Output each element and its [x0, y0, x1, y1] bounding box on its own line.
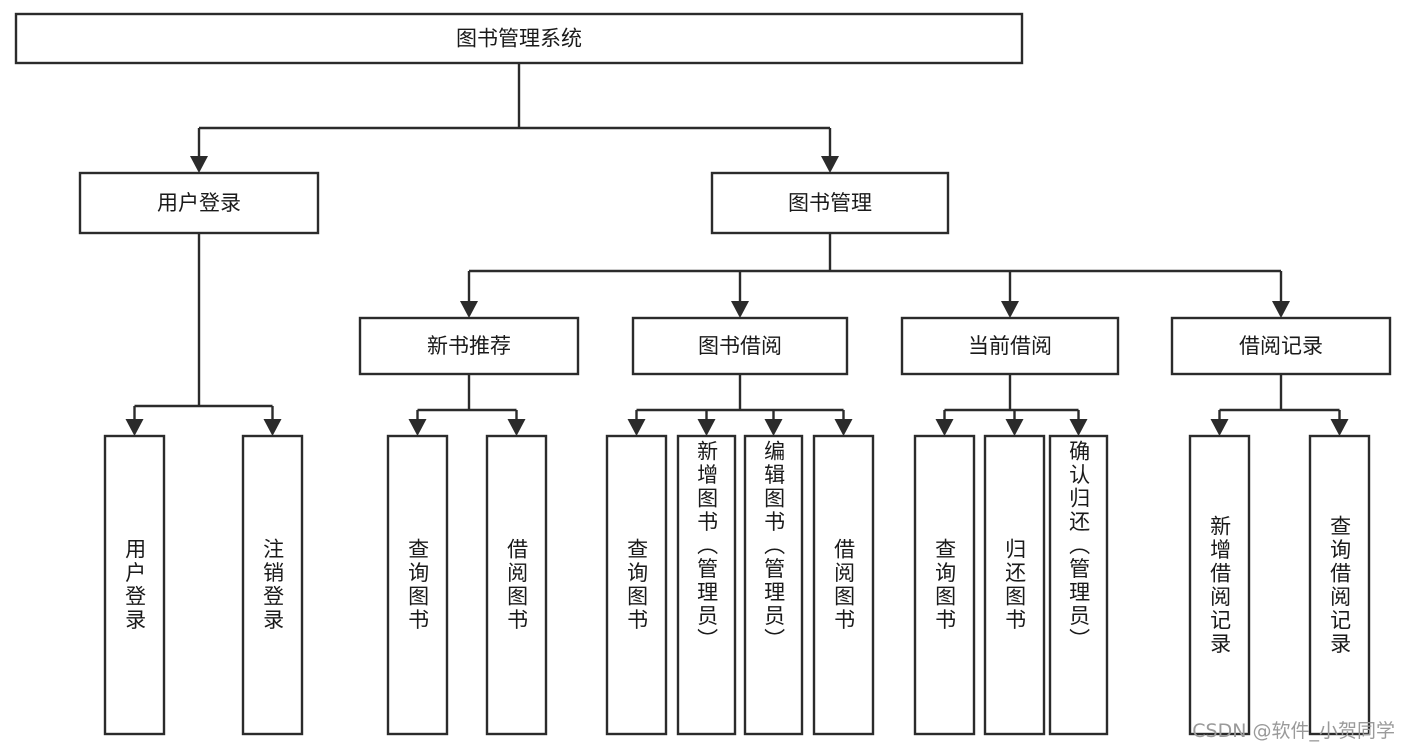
level2-node-label: 新书推荐: [427, 334, 511, 358]
leaf-node-box[interactable]: [1308, 434, 1371, 736]
level2-node-box[interactable]: [631, 316, 849, 376]
leaf-node-box[interactable]: [1048, 434, 1109, 736]
borrow-record-to-leaves-arrow-1: [1330, 419, 1349, 436]
user-login-to-leaves-arrow-1: [263, 419, 282, 436]
root-to-level1-arrow-1: [821, 156, 839, 173]
root-node-box[interactable]: [14, 12, 1024, 65]
level2-node-box[interactable]: [900, 316, 1120, 376]
level2-node-label: 图书借阅: [698, 334, 782, 358]
level2-node-label: 借阅记录: [1239, 334, 1323, 358]
book-manage-to-level2-arrow-3: [1272, 301, 1290, 318]
leaf-node-box[interactable]: [983, 434, 1046, 736]
connector-layer: [125, 63, 1349, 436]
leaf-node-box[interactable]: [676, 434, 737, 736]
book-borrow-to-leaves-arrow-2: [764, 419, 783, 436]
leaf-node-box[interactable]: [743, 434, 804, 736]
level2-node-box[interactable]: [358, 316, 580, 376]
book-manage-to-level2-arrow-0: [460, 301, 478, 318]
leaf-node-box[interactable]: [812, 434, 875, 736]
book-manage-to-level2-arrow-2: [1001, 301, 1019, 318]
box-layer: [14, 12, 1392, 736]
leaf-node-box[interactable]: [241, 434, 304, 736]
new-book-recommend-to-leaves-arrow-1: [507, 419, 526, 436]
current-borrow-to-leaves-arrow-2: [1069, 419, 1088, 436]
book-borrow-to-leaves-arrow-1: [697, 419, 716, 436]
book-manage-to-level2-arrow-1: [731, 301, 749, 318]
current-borrow-to-leaves-arrow-1: [1005, 419, 1024, 436]
book-borrow-to-leaves-arrow-3: [834, 419, 853, 436]
level1-node-label: 用户登录: [157, 191, 241, 215]
level2-node-box[interactable]: [1170, 316, 1392, 376]
level1-node-box[interactable]: [78, 171, 320, 235]
root-node-label: 图书管理系统: [456, 27, 582, 51]
leaf-node-box[interactable]: [386, 434, 449, 736]
level2-node-label: 当前借阅: [968, 334, 1052, 358]
current-borrow-to-leaves-arrow-0: [935, 419, 954, 436]
new-book-recommend-to-leaves-arrow-0: [408, 419, 427, 436]
root-to-level1-arrow-0: [190, 156, 208, 173]
leaf-node-box[interactable]: [485, 434, 548, 736]
borrow-record-to-leaves-arrow-0: [1210, 419, 1229, 436]
level1-node-label: 图书管理: [788, 191, 872, 215]
leaf-node-box[interactable]: [1188, 434, 1251, 736]
leaf-node-box[interactable]: [103, 434, 166, 736]
leaf-node-box[interactable]: [605, 434, 668, 736]
user-login-to-leaves-arrow-0: [125, 419, 144, 436]
level1-node-box[interactable]: [710, 171, 950, 235]
leaf-node-box[interactable]: [913, 434, 976, 736]
book-borrow-to-leaves-arrow-0: [627, 419, 646, 436]
